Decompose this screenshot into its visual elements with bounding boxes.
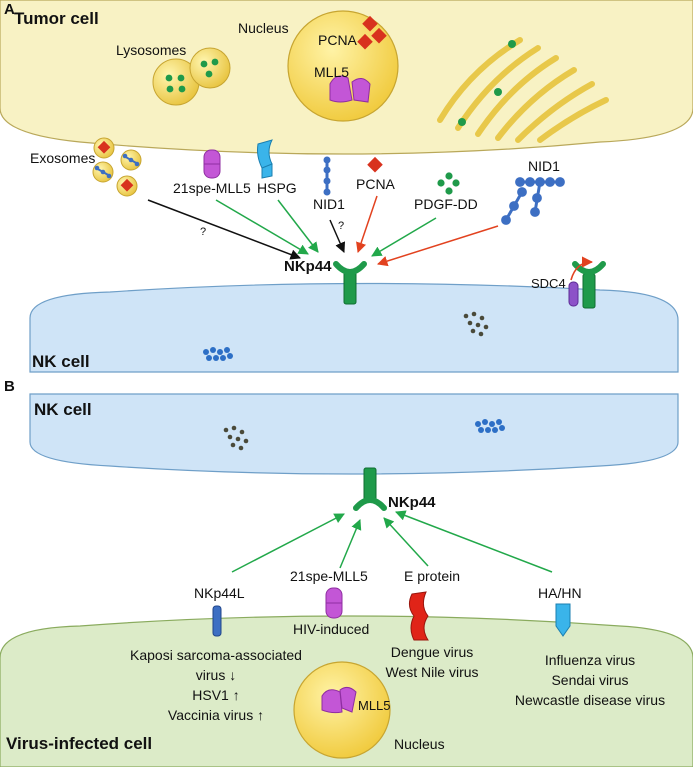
panel-b-letter: B xyxy=(4,378,15,395)
granules-blue-b xyxy=(475,419,505,433)
exosome-4 xyxy=(116,175,138,197)
arrow-mll5-b xyxy=(339,519,362,569)
arrow-nkp44l xyxy=(231,513,345,573)
lysosomes-label: Lysosomes xyxy=(116,42,187,58)
mll5-ligand-b-icon xyxy=(325,587,343,619)
pdgf-dd-icon xyxy=(437,172,460,195)
sdc4-arrow xyxy=(570,256,594,281)
nk-cell-a-membrane xyxy=(29,282,679,373)
nkp44-label-b: NKp44 xyxy=(388,494,436,511)
mll5-in-nucleus-b-icon xyxy=(321,686,357,714)
hahn-icon xyxy=(555,603,571,637)
kaposi-line-2: virus ↓ xyxy=(195,667,237,683)
nid1-a-icon xyxy=(323,156,331,196)
arrow-mll5-a xyxy=(215,199,309,255)
vaccinia-line: Vaccinia virus ↑ xyxy=(167,707,265,723)
hahn-virus-list: Influenza virus Sendai virus Newcastle d… xyxy=(506,650,674,710)
granules-dark-b xyxy=(223,425,249,451)
nkp44-receptor-sdc4-icon xyxy=(572,261,606,309)
granules-blue-a xyxy=(203,347,233,361)
golgi-vesicles xyxy=(458,40,516,126)
pcna-ligand-icon xyxy=(367,156,383,173)
nid1-question-mark: ? xyxy=(338,220,345,232)
sdc4-label: SDC4 xyxy=(531,276,566,291)
arrow-nid1-b xyxy=(376,225,499,267)
westnile-line: West Nile virus xyxy=(385,664,479,680)
eprotein-label: E protein xyxy=(404,568,461,584)
tumor-nucleus xyxy=(287,10,399,122)
hsv1-line: HSV1 ↑ xyxy=(192,687,240,703)
lysosome-1 xyxy=(152,58,200,106)
nid1-b-label: NID1 xyxy=(528,158,560,174)
arrow-nid1-a xyxy=(329,219,346,253)
eprotein-icon xyxy=(408,591,429,641)
pcna-nucleus-label: PCNA xyxy=(318,32,357,48)
nk-cell-title-b: NK cell xyxy=(34,400,92,419)
arrow-hspg xyxy=(277,199,319,253)
eprotein-virus-list: Dengue virus West Nile virus xyxy=(382,642,482,682)
sdc4-icon xyxy=(568,281,579,307)
pcna-label: PCNA xyxy=(356,176,395,192)
dengue-line: Dengue virus xyxy=(390,644,474,660)
nucleus-label-a: Nucleus xyxy=(238,20,289,36)
nkp44l-icon xyxy=(212,605,222,637)
kaposi-line-1: Kaposi sarcoma-associated xyxy=(130,647,302,663)
arrow-eprotein xyxy=(383,517,429,567)
exosome-3 xyxy=(120,149,142,171)
sendai-line: Sendai virus xyxy=(551,672,629,688)
arrow-exosome xyxy=(147,199,301,260)
nk-cell-b-membrane xyxy=(29,393,679,475)
nid1-a-label: NID1 xyxy=(313,196,345,212)
nkp44-receptor-b-icon xyxy=(353,467,387,511)
mll5-nucleus-b-label: MLL5 xyxy=(358,698,391,713)
nk-cell-title-a: NK cell xyxy=(32,352,90,371)
lysosome-2 xyxy=(189,47,231,89)
nid1-b-icon xyxy=(501,177,565,225)
nkp44-label-a: NKp44 xyxy=(284,258,332,275)
hahn-label: HA/HN xyxy=(538,585,582,601)
exosomes-label: Exosomes xyxy=(30,150,96,166)
exosome-1 xyxy=(93,137,115,159)
nkp44l-label: NKp44L xyxy=(194,585,245,601)
newcastle-line: Newcastle disease virus xyxy=(514,692,666,708)
mll5-a-label: 21spe-MLL5 xyxy=(173,180,251,196)
mll5-in-nucleus-icon xyxy=(329,75,371,103)
golgi-apparatus xyxy=(437,37,609,143)
exosome-2 xyxy=(92,161,114,183)
influenza-line: Influenza virus xyxy=(544,652,636,668)
virus-infected-cell-title: Virus-infected cell xyxy=(6,734,153,753)
arrow-hahn xyxy=(395,510,553,573)
nkp44-receptor-a-icon xyxy=(333,261,367,305)
arrow-pcna xyxy=(356,195,378,253)
arrow-pdgf-dd xyxy=(371,217,437,257)
nucleus-label-b: Nucleus xyxy=(394,736,445,752)
tumor-cell-title: Tumor cell xyxy=(14,9,99,28)
granules-dark-a xyxy=(463,311,489,337)
mll5-b-label: 21spe-MLL5 xyxy=(290,568,368,584)
hiv-induced-label: HIV-induced xyxy=(293,621,370,637)
pdgf-dd-label: PDGF-DD xyxy=(414,196,478,212)
hspg-icon xyxy=(257,139,273,179)
panel-a-letter: A xyxy=(4,1,15,18)
mll5-nucleus-label: MLL5 xyxy=(314,64,350,80)
mll5-ligand-a-icon xyxy=(203,149,221,179)
hspg-label: HSPG xyxy=(257,180,297,196)
nkp44l-virus-list: Kaposi sarcoma-associated virus ↓ HSV1 ↑… xyxy=(104,645,328,725)
exosome-question-mark: ? xyxy=(200,226,207,238)
